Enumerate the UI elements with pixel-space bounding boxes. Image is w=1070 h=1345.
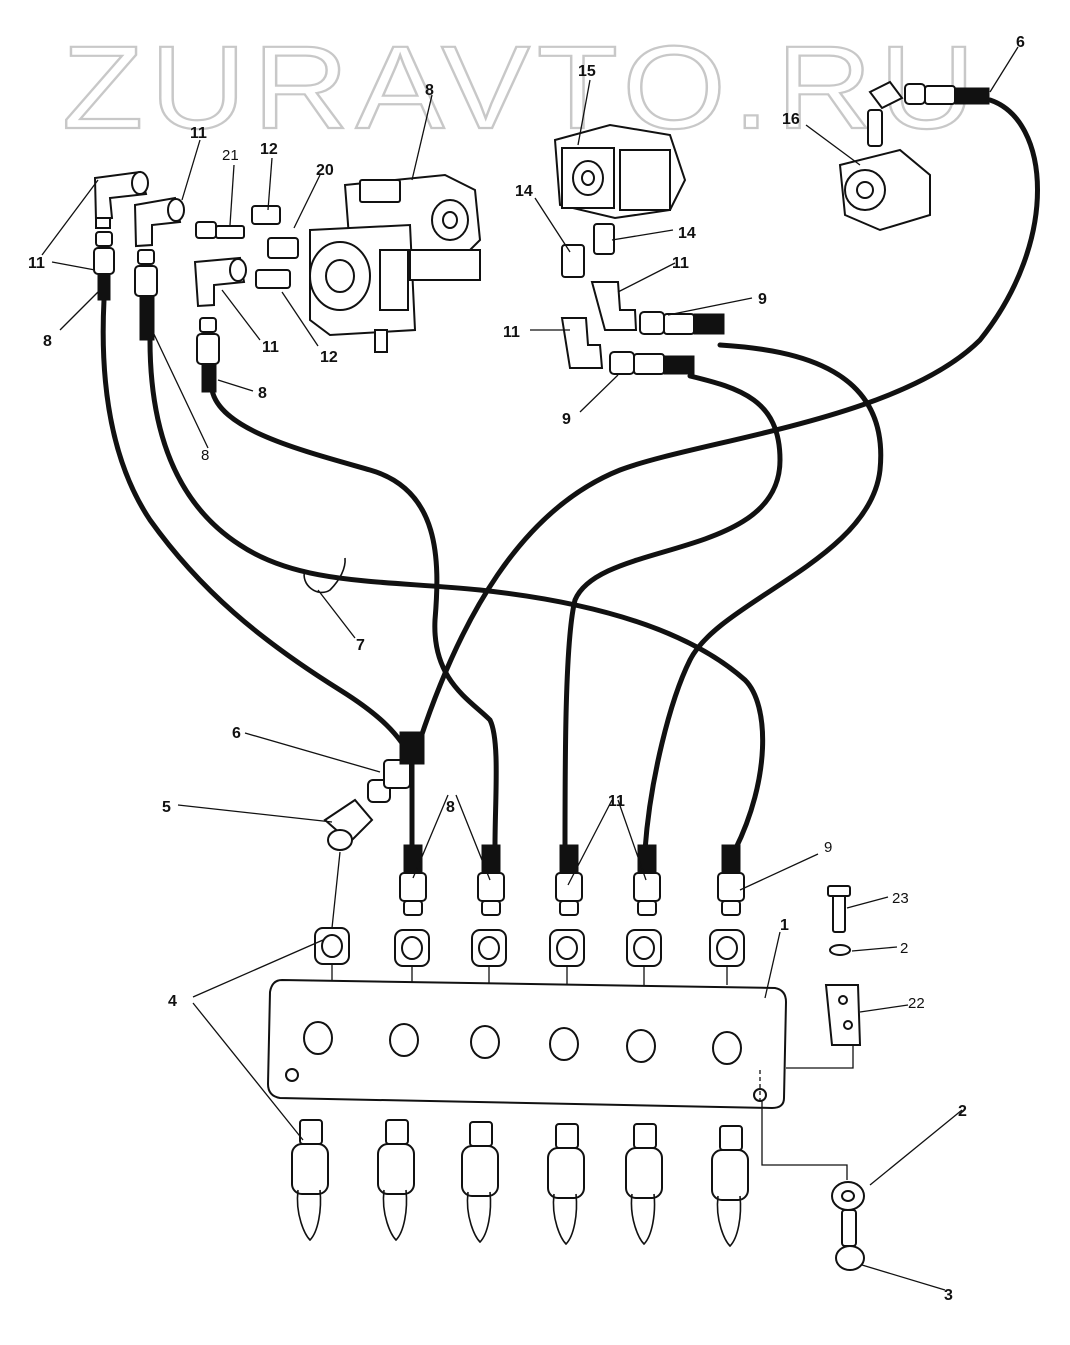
watermark: ZURAVTO.RU — [62, 22, 982, 154]
callout-23: 23 — [892, 890, 909, 907]
outlet-end — [633, 844, 661, 916]
hose-mid-9a — [562, 373, 783, 853]
mounting-plate — [266, 978, 788, 1110]
coupler — [711, 1125, 749, 1248]
callout-9-lower: 9 — [562, 411, 571, 428]
callout-21: 21 — [222, 147, 239, 164]
outlet-hose-ends — [399, 844, 745, 916]
mid-fittings — [560, 223, 725, 375]
callout-9-upper: 9 — [758, 291, 767, 308]
callout-20: 20 — [316, 162, 334, 179]
callout-8-left: 8 — [43, 333, 52, 350]
callout-11-mid: 11 — [262, 339, 279, 356]
plate-nuts — [314, 851, 745, 985]
callout-11-top: 11 — [190, 125, 207, 142]
callout-11-valve: 11 — [672, 255, 689, 272]
callout-1: 1 — [780, 917, 789, 934]
coupler — [461, 1121, 499, 1244]
outlet-end — [555, 844, 583, 916]
callout-2-bottom: 2 — [958, 1103, 967, 1120]
callout-9-outlets: 11 — [608, 793, 625, 810]
callout-11-left: 11 — [28, 255, 45, 272]
upper-left-fittings — [93, 170, 299, 393]
callout-7: 7 — [356, 637, 365, 654]
outlet-end — [477, 844, 505, 916]
pump-16 — [838, 80, 990, 232]
callout-3: 3 — [944, 1287, 953, 1304]
callout-8-right: 9 — [824, 839, 832, 856]
callouts: 8 15 6 16 11 21 12 20 11 8 11 12 8 8 14 … — [28, 34, 1025, 1304]
hose-mid-9b — [642, 342, 884, 853]
callout-6-top: 6 — [1016, 34, 1025, 51]
hose-left-second — [147, 337, 766, 853]
lower-fittings — [323, 731, 425, 851]
callout-14-left: 14 — [515, 183, 533, 200]
coupler — [377, 1119, 415, 1242]
callout-4: 4 — [168, 993, 177, 1010]
hose-left-outer — [100, 297, 415, 763]
bracket-hardware — [759, 885, 865, 1271]
quick-couplers — [291, 1119, 749, 1248]
outlet-end — [399, 844, 427, 916]
coupler — [625, 1123, 663, 1246]
callout-8-mid: 8 — [258, 385, 267, 402]
callout-8-lower: 8 — [201, 447, 209, 464]
callout-16: 16 — [782, 111, 800, 128]
leader-lines — [41, 46, 1019, 1291]
valve-15 — [553, 123, 687, 220]
callout-5: 5 — [162, 799, 171, 816]
callout-15: 15 — [578, 63, 596, 80]
outlet-end — [717, 844, 745, 916]
hose-clip — [303, 557, 346, 594]
callout-8-outlets: 8 — [446, 799, 455, 816]
coupler — [291, 1119, 329, 1242]
callout-14-right: 14 — [678, 225, 696, 242]
callout-12-mid: 12 — [320, 349, 338, 366]
hoses — [100, 97, 1040, 853]
pump-13 — [309, 173, 482, 353]
callout-11-elbow: 11 — [503, 324, 520, 341]
callout-6-lower: 6 — [232, 725, 241, 742]
hose-left-third — [209, 387, 499, 848]
coupler — [547, 1123, 585, 1246]
callout-2-washer: 2 — [900, 940, 908, 957]
callout-13: 8 — [425, 82, 434, 99]
hose-top-right-return — [417, 97, 1040, 743]
callout-12-top: 12 — [260, 141, 278, 158]
callout-22: 22 — [908, 995, 925, 1012]
